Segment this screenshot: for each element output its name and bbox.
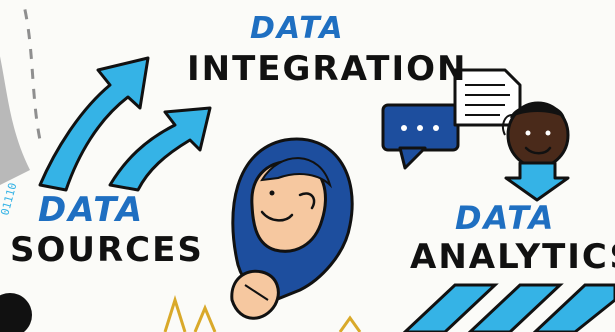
data-sources-label-top: DATA [38,190,145,230]
diagonal-stripes-graphic [402,283,615,332]
data-integration-label-top: DATA [250,11,345,46]
document-icon [453,68,522,127]
film-strip-graphic [0,0,42,185]
arrow-up-right-icon [38,56,212,192]
gold-sparkle-graphic [163,294,362,332]
data-integration-label-bottom: INTEGRATION [187,49,468,89]
data-analytics-label-bottom: ANALYTICS [410,237,615,277]
data-sources-label-bottom: SOURCES [10,230,204,270]
chat-bubble-icon [381,103,460,170]
woman-character [230,137,354,320]
dark-blob-graphic [0,293,32,332]
data-analytics-label-top: DATA [455,199,556,237]
arrow-down-icon [504,161,570,202]
binary-fragment: 01110 [0,181,19,216]
